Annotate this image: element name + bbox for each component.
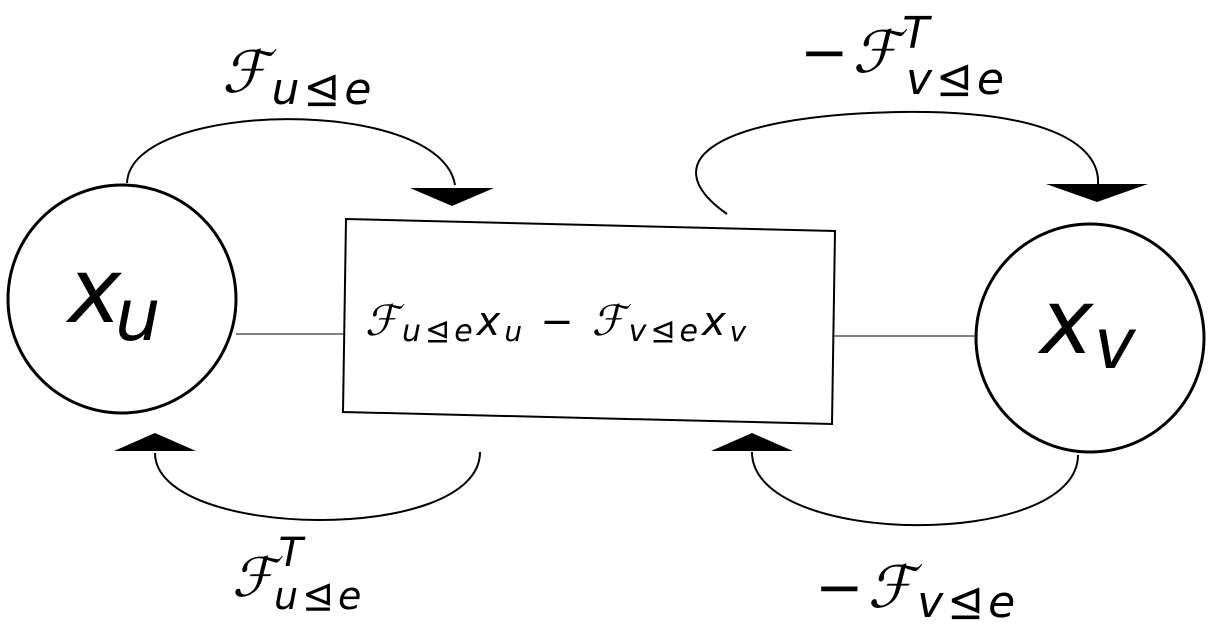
node-u-base: x [65,239,123,344]
arrowhead-top-right [1046,184,1148,202]
label-bottom-left-subscript: u ⊴ e [274,574,361,618]
arrowhead-top-left [410,188,494,206]
node-v-base: x [1037,270,1095,375]
edge-box-expression: ℱ u ⊴ e x u − ℱ v ⊴ e x v [365,296,747,349]
edge-box: ℱ u ⊴ e x u − ℱ v ⊴ e x v [341,217,837,426]
node-u-subscript: u [115,273,161,357]
label-bottom-right: − ℱ v ⊴ e [815,553,1015,628]
label-top-right-subscript: v ⊴ e [906,54,1004,105]
arrowhead-bottom-right [711,433,793,451]
arrow-bottom-left: ℱ T u ⊴ e [114,433,481,618]
arrow-top-right: − ℱ T v ⊴ e [695,8,1148,215]
arrowhead-bottom-left [114,433,196,451]
arrow-bottom-right: − ℱ v ⊴ e [711,433,1079,628]
node-v-subscript: v [1094,303,1137,385]
label-top-left: ℱ u ⊴ e [222,38,371,115]
node-v: x v [974,222,1206,454]
arrow-top-left: ℱ u ⊴ e [126,38,494,206]
node-u: x u [6,183,238,415]
